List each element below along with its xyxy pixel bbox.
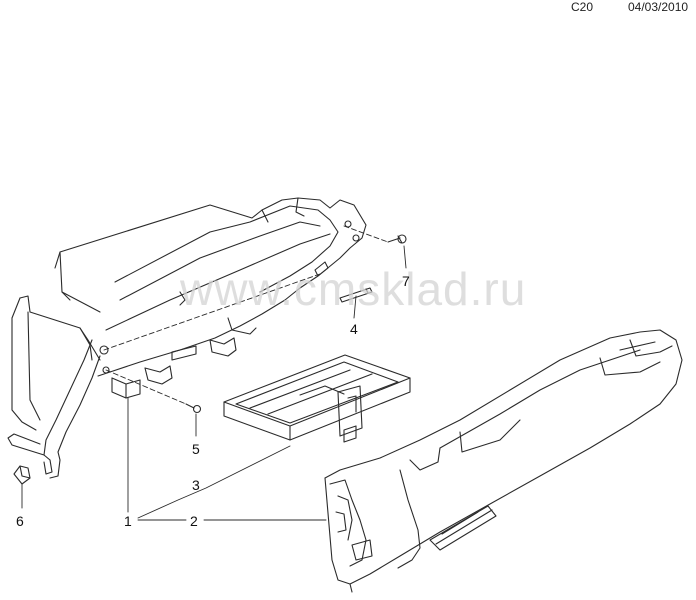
assembly-guide-lines: [103, 225, 389, 405]
watermark-text: www.cmsklad.ru: [180, 263, 527, 315]
screw-part-5: [185, 403, 202, 414]
callout-4: 4: [350, 321, 358, 337]
callout-3: 3: [192, 477, 200, 493]
glove-box-tray: [223, 354, 411, 443]
diagram-date: 04/03/2010: [628, 0, 689, 14]
clip-part-6: [13, 465, 31, 485]
glove-box-housing: [7, 197, 367, 479]
screw-part-7: [387, 234, 407, 244]
callout-7: 7: [402, 273, 410, 289]
callout-1: 1: [124, 513, 132, 529]
callout-leader-lines: [21, 245, 407, 521]
pin-part-4: [339, 287, 373, 303]
callout-5: 5: [192, 441, 200, 457]
diagram-code: C20: [571, 0, 594, 14]
glove-box-door: [324, 329, 683, 593]
callout-6: 6: [16, 513, 24, 529]
callout-2: 2: [190, 513, 198, 529]
